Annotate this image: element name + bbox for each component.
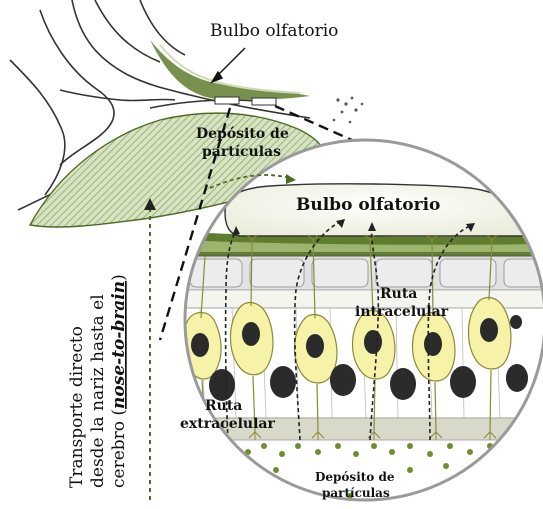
vertical-line-3-emph: nose-to-brain [109,281,129,409]
vertical-line-3: cerebro (nose-to-brain) [109,274,129,488]
vertical-transport-arrow [144,198,156,500]
scattered-dots [333,97,364,124]
label-intracellular-1: Ruta [380,286,417,302]
label-deposit-bottom-2: partículas [322,486,390,500]
label-deposit-bottom-1: Depósito de [315,470,395,484]
vertical-line-2: desde la nariz hasta el [88,294,108,488]
bulb-pointer-arrow [212,48,245,82]
label-deposit-top-1: Depósito de [196,126,289,142]
label-intracellular-2: intracelular [355,304,449,320]
label-extracellular-1: Ruta [205,398,242,414]
label-bulb-inset: Bulbo olfatorio [296,195,440,215]
label-bulb-top: Bulbo olfatorio [210,21,338,41]
olfactory-tract [150,40,310,105]
label-extracellular-2: extracelular [180,416,275,432]
vertical-line-1: Transporte directo [67,326,87,488]
label-deposit-top-2: partículas [202,144,281,160]
vertical-line-3-suffix: ) [109,274,129,281]
vertical-caption: Transporte directo desde la nariz hasta … [67,274,129,488]
vertical-line-3-prefix: cerebro ( [109,409,129,488]
